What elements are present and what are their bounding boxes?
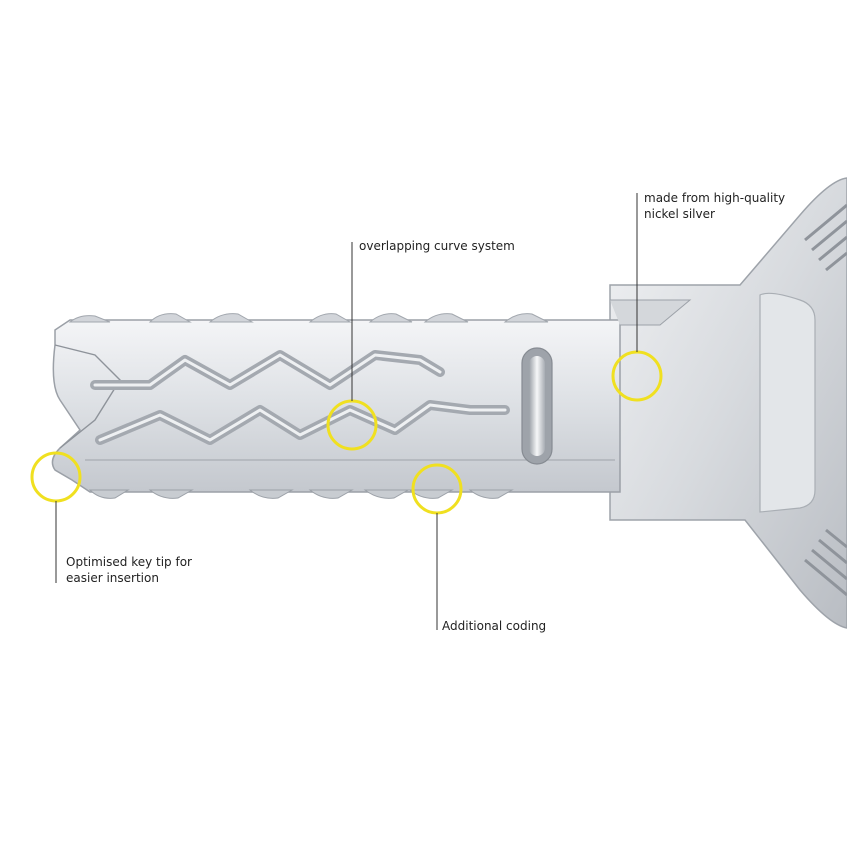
callout-key-tip-line1: Optimised key tip for (66, 555, 192, 569)
callout-additional-coding: Additional coding (442, 618, 546, 634)
callout-additional-coding-line1: Additional coding (442, 619, 547, 633)
callout-curve-system: overlapping curve system (359, 238, 515, 254)
callout-nickel-silver: made from high-quality nickel silver (644, 190, 785, 222)
callout-curve-system-line1: overlapping curve system (359, 239, 515, 253)
head-raised-panel (759, 292, 816, 513)
callout-key-tip-line2: easier insertion (66, 571, 159, 585)
head-grip-stripes-top (804, 203, 847, 272)
blade-bottom-notches (88, 489, 514, 499)
head-grip-stripes-bottom (804, 528, 847, 597)
curve-groove-upper-highlight (93, 353, 442, 387)
callout-key-tip: Optimised key tip for easier insertion (66, 554, 192, 586)
callout-nickel-silver-line2: nickel silver (644, 207, 715, 221)
blade-top-notches (68, 313, 549, 323)
curve-groove-lower-highlight (98, 403, 507, 442)
callout-nickel-silver-line1: made from high-quality (644, 191, 786, 205)
key-head (609, 177, 847, 629)
blade-slot-inner (529, 356, 545, 456)
blade-shoulder (610, 299, 692, 326)
